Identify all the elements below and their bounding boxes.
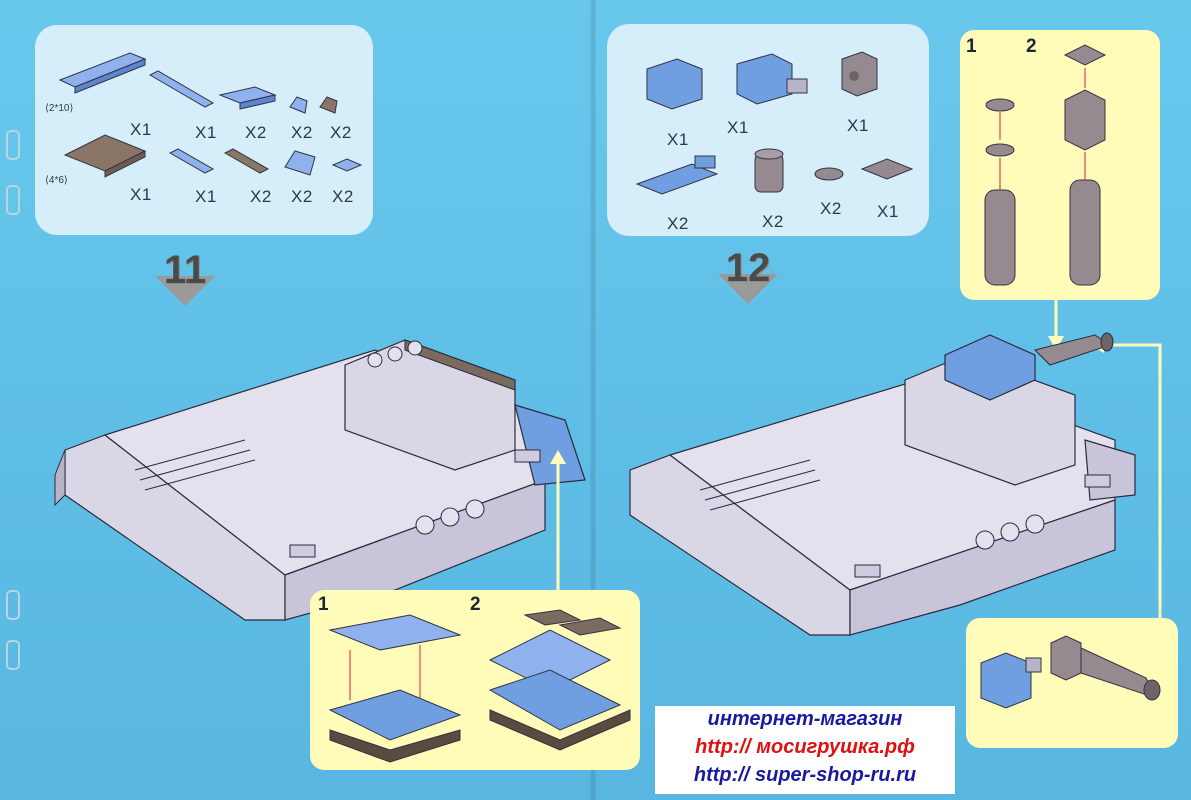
down-arrow-icon	[718, 274, 778, 304]
step-number: 11	[163, 248, 207, 292]
step-11-badge: 11	[145, 248, 225, 310]
substep-number: 1	[318, 594, 329, 615]
qty-label: X1	[195, 123, 217, 142]
parts-panel-step-11: ⟨2*10⟩ X1 X1 X2 X2 X2 ⟨4*6⟩ X1 X1 X2 X2 …	[35, 25, 373, 235]
staple	[6, 130, 20, 160]
qty-label: X1	[130, 120, 152, 139]
staple	[6, 185, 20, 215]
parts-illustrations	[58, 52, 363, 178]
qty-label: X1	[727, 118, 749, 137]
substep-illustration	[980, 635, 1161, 709]
parts-illustrations	[635, 51, 914, 195]
ad-line-url-1[interactable]: http:// мосигрушка.рф	[695, 736, 915, 758]
qty-label: X2	[667, 214, 689, 233]
staple	[6, 640, 20, 670]
page-fold	[590, 0, 596, 800]
guide-arrow-icon	[550, 450, 566, 600]
substep-illustration	[984, 44, 1107, 286]
qty-label: X2	[291, 123, 313, 142]
ad-line-store: интернет-магазин	[707, 708, 903, 730]
qty-label: X1	[877, 202, 899, 221]
plate-2x10-illustration	[58, 52, 147, 94]
substep-callout-step-11: 1 2	[310, 590, 640, 770]
qty-label: X1	[667, 130, 689, 149]
staple	[6, 590, 20, 620]
qty-label: X1	[847, 116, 869, 135]
substep-number: 1	[966, 36, 977, 57]
qty-label: X1	[130, 185, 152, 204]
parts-panel-step-12: X1 X1 X1 X2 X2 X2 X1	[607, 24, 929, 236]
step-number: 12	[725, 246, 771, 290]
substep-illustration	[328, 609, 631, 763]
qty-label: X2	[762, 212, 784, 231]
substep-number: 2	[1026, 36, 1037, 57]
substep-callout-step-12-top: 1 2	[960, 30, 1160, 300]
qty-label: X2	[245, 123, 267, 142]
qty-label: X2	[330, 123, 352, 142]
dim-label-4x6: ⟨4*6⟩	[45, 175, 68, 186]
substep-number: 2	[470, 594, 481, 615]
qty-label: X1	[195, 187, 217, 206]
store-advertisement: интернет-магазин http:// мосигрушка.рф h…	[655, 706, 955, 794]
substep-callout-step-12-bottom	[966, 618, 1178, 748]
model-step-12-illustration	[629, 332, 1136, 636]
ad-line-url-2[interactable]: http:// super-shop-ru.ru	[693, 764, 917, 786]
qty-label: X2	[291, 187, 313, 206]
step-12-badge: 12	[708, 246, 788, 308]
down-arrow-icon	[155, 276, 215, 306]
dim-label-2x10: ⟨2*10⟩	[45, 103, 74, 114]
qty-label: X2	[250, 187, 272, 206]
model-step-11-illustration	[54, 339, 586, 621]
qty-label: X2	[332, 187, 354, 206]
qty-label: X2	[820, 199, 842, 218]
